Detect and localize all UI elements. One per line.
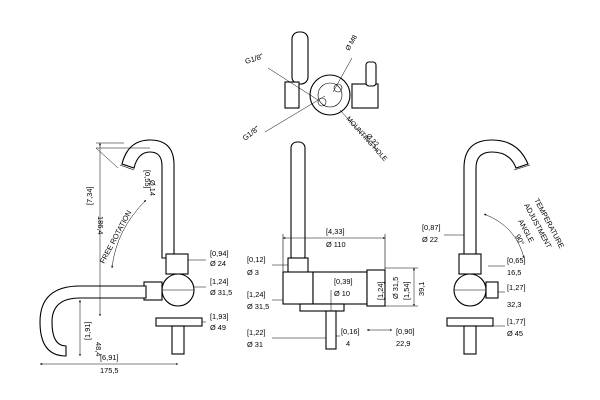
right-base-plate bbox=[446, 317, 494, 327]
front-view: [4,33] Ø 110 [0,12] Ø 3 [1,24] Ø 31,5 [0… bbox=[247, 141, 426, 350]
front-spout bbox=[290, 141, 306, 263]
left-outlet-pipe bbox=[39, 285, 147, 357]
left-lever-mm: Ø 24 bbox=[210, 259, 226, 268]
right-base-mm: Ø 45 bbox=[507, 329, 523, 338]
front-side-mm: Ø 31,5 bbox=[391, 277, 400, 299]
left-body-in: [1,24] bbox=[210, 277, 229, 286]
front-side-h-mm: 39,1 bbox=[417, 282, 426, 296]
left-reach-in: [6,91] bbox=[100, 353, 119, 362]
left-base-plate bbox=[155, 317, 203, 327]
top-hole-leader bbox=[339, 109, 379, 153]
right-v2-in: [1,27] bbox=[507, 283, 526, 292]
front-side-h-in: [1,54] bbox=[402, 282, 411, 301]
left-reach-mm: 175,5 bbox=[100, 366, 119, 375]
right-v1-mm: 16,5 bbox=[507, 268, 521, 277]
front-depth-in: [0,90] bbox=[396, 327, 415, 336]
right-connector bbox=[485, 281, 499, 299]
front-body bbox=[282, 271, 314, 305]
right-base-in: [1,77] bbox=[507, 317, 526, 326]
right-v2-mm: 32,3 bbox=[507, 300, 521, 309]
left-view: [0,55] Ø 14 FREE ROTATION [7,34] 186,4 [… bbox=[39, 139, 232, 375]
top-hole-text-label: MOUNTING HOLE bbox=[345, 116, 389, 164]
left-base-in: [1,93] bbox=[210, 312, 229, 321]
right-stem-mm: Ø 22 bbox=[422, 235, 438, 244]
left-shank bbox=[171, 325, 185, 355]
left-body-mm: Ø 31,5 bbox=[210, 288, 232, 297]
right-lever bbox=[458, 253, 482, 275]
front-pin-in: [0,16] bbox=[341, 327, 360, 336]
front-stud-in: [0,39] bbox=[334, 277, 353, 286]
front-base-plate bbox=[299, 303, 345, 312]
right-spout-tip bbox=[513, 164, 531, 171]
left-spout-tip bbox=[119, 164, 135, 171]
top-thread-upper-leader bbox=[267, 67, 319, 101]
front-tip-in: [0,12] bbox=[247, 255, 266, 264]
top-thread-lower-leader bbox=[264, 95, 326, 133]
top-mount-thread-label: Ø M8 bbox=[345, 34, 359, 52]
right-spout bbox=[463, 139, 529, 259]
right-stem-in: [0,87] bbox=[422, 223, 441, 232]
left-drop-in: [1,91] bbox=[83, 322, 92, 341]
top-port-right bbox=[333, 83, 343, 93]
left-outlet-in: [0,55] bbox=[143, 170, 152, 189]
front-width-in: [4,33] bbox=[326, 227, 345, 236]
front-depth-mm: 22,9 bbox=[396, 339, 410, 348]
front-width-mm: Ø 110 bbox=[326, 240, 346, 249]
top-thread-upper-label: G1/8" bbox=[244, 51, 265, 65]
top-body-circle bbox=[309, 74, 351, 116]
front-base-in: [1,22] bbox=[247, 328, 266, 337]
right-view: TEMPERATURE ADJUSTMENT ANGLE 90° [0,87] … bbox=[422, 139, 566, 355]
front-body-mm: Ø 31,5 bbox=[247, 302, 269, 311]
top-spout-tube bbox=[291, 31, 309, 85]
right-v1-in: [0,65] bbox=[507, 256, 526, 265]
left-lever-in: [0,94] bbox=[210, 249, 229, 258]
front-stud-mm: Ø 10 bbox=[334, 289, 350, 298]
left-spout bbox=[121, 139, 175, 259]
top-mount-leader bbox=[332, 57, 353, 93]
left-lever bbox=[165, 253, 189, 275]
top-lever-block bbox=[351, 83, 379, 109]
front-side-in: [1,24] bbox=[376, 282, 385, 301]
top-left-block bbox=[284, 81, 300, 109]
top-lever-handle bbox=[365, 61, 377, 87]
left-connector bbox=[143, 281, 163, 301]
front-side-cap bbox=[366, 269, 386, 307]
left-rotation-arc bbox=[111, 199, 147, 269]
left-height-in: [7,34] bbox=[85, 187, 94, 206]
right-shank bbox=[463, 325, 477, 355]
front-base-mm: Ø 31 bbox=[247, 340, 263, 349]
front-tip-mm: Ø 3 bbox=[247, 268, 259, 277]
left-outlet-mm: Ø 14 bbox=[148, 180, 157, 196]
front-shank bbox=[325, 310, 337, 350]
left-height-mm: 186,4 bbox=[96, 216, 105, 235]
left-drop-mm: 48,4 bbox=[94, 342, 103, 356]
top-thread-lower-label: G1/8" bbox=[241, 124, 262, 143]
front-pin-mm: 4 bbox=[346, 339, 350, 348]
front-body-in: [1,24] bbox=[247, 290, 266, 299]
left-base-mm: Ø 49 bbox=[210, 323, 226, 332]
top-view: G1/8" G1/8" Ø M8 Ø 32 MOUNTING HOLE bbox=[241, 31, 389, 164]
right-temp-arc bbox=[483, 213, 525, 259]
top-inner-circle bbox=[317, 82, 343, 108]
